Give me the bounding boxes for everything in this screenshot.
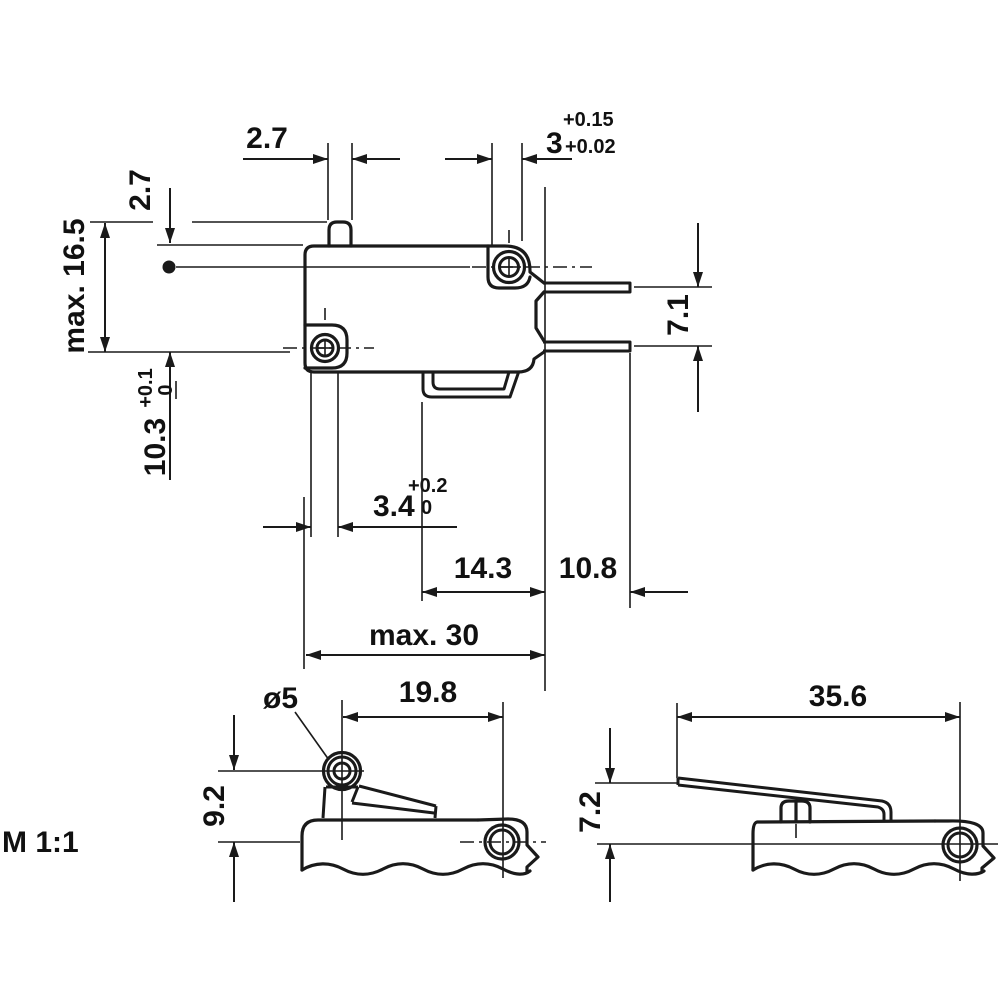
front-view-dimensions: 2.7 +0.15 3 +0.02 2.7 max. 16.5 10.3 +0.…: [58, 109, 712, 691]
slot-tol-upper-label: +0.2: [408, 475, 447, 497]
arrowhead: [229, 755, 239, 770]
arrowhead: [352, 154, 367, 164]
arrowhead: [488, 712, 503, 722]
terminal-overhang-label: 10.8: [559, 552, 617, 585]
hole-offset-tol-lower-label: 0: [155, 384, 177, 395]
body-break-line: [751, 862, 986, 876]
body-boss-right: [476, 817, 540, 874]
switch-body-outline: [303, 244, 546, 374]
scale-label: M 1:1: [2, 826, 79, 859]
plunger-pin: [779, 799, 812, 824]
leader-line: [294, 711, 330, 761]
mounting-boss-top-right: [486, 244, 532, 290]
hole-centerlines: [283, 230, 592, 356]
roller-to-hole-label: 19.8: [399, 676, 457, 709]
flat-lever-view: [676, 776, 996, 876]
front-view-body: [283, 220, 632, 399]
arrowhead: [165, 352, 175, 367]
arrowhead: [229, 842, 239, 857]
plunger-button: [327, 220, 353, 248]
arrowhead: [522, 154, 537, 164]
roller-lever-dimensions: ø5 19.8 9.2: [198, 676, 504, 902]
terminal-lower: [543, 340, 632, 353]
arrowhead: [530, 587, 545, 597]
terminal-spacing-label: 7.1: [662, 294, 695, 336]
arrowhead: [306, 650, 321, 660]
terminal-length-label: 14.3: [454, 552, 512, 585]
arrowhead: [945, 712, 960, 722]
plunger-protrusion-label: 2.7: [124, 169, 157, 211]
arrowhead: [605, 844, 615, 859]
hole-dia-tol-lower-label: +0.02: [565, 136, 616, 158]
terminal-bottom-bracket-outer: [421, 370, 521, 399]
arrowhead: [165, 228, 175, 243]
arrowhead: [343, 712, 358, 722]
flat-lever-dimensions: 35.6 7.2: [574, 680, 998, 902]
slot-tol-lower-label: 0: [421, 497, 432, 519]
arrowhead: [630, 587, 645, 597]
lever-height-label: 7.2: [574, 791, 607, 833]
overall-height-label: max. 16.5: [58, 218, 91, 353]
hole-dia-label: 3: [546, 127, 563, 160]
arrowhead: [100, 223, 110, 238]
arrowhead: [605, 768, 615, 783]
terminal-bottom-bracket-inner: [431, 371, 511, 391]
arrowhead: [422, 587, 437, 597]
arrowhead: [693, 272, 703, 287]
plunger-width-label: 2.7: [246, 122, 288, 155]
arrowhead: [693, 346, 703, 361]
overall-length-label: max. 30: [369, 619, 479, 652]
mounting-boss-bottom-left: [303, 323, 349, 370]
slot-width-label: 3.4: [373, 490, 415, 523]
roller-diameter-label: ø5: [263, 682, 298, 715]
body-outline: [300, 818, 480, 872]
arrowhead: [338, 522, 353, 532]
lever-length-label: 35.6: [809, 680, 867, 713]
arrowhead: [530, 650, 545, 660]
body-outline: [751, 819, 937, 872]
arrowhead: [677, 712, 692, 722]
terminal-upper: [543, 281, 632, 294]
hole-offset-label: 10.3: [139, 418, 172, 476]
body-edge-between-terminals: [534, 290, 546, 343]
body-boss-right: [933, 819, 996, 874]
arrowhead: [313, 154, 328, 164]
arrowhead: [100, 337, 110, 352]
roller-lever-view: [300, 700, 546, 876]
hole-dia-tol-upper-label: +0.15: [563, 109, 614, 131]
hole-offset-tol-upper-label: +0.1: [135, 368, 157, 407]
flat-lever-arm: [676, 776, 893, 822]
arrowhead: [477, 154, 492, 164]
datum-dot: [162, 260, 176, 274]
roller-height-label: 9.2: [198, 785, 231, 827]
